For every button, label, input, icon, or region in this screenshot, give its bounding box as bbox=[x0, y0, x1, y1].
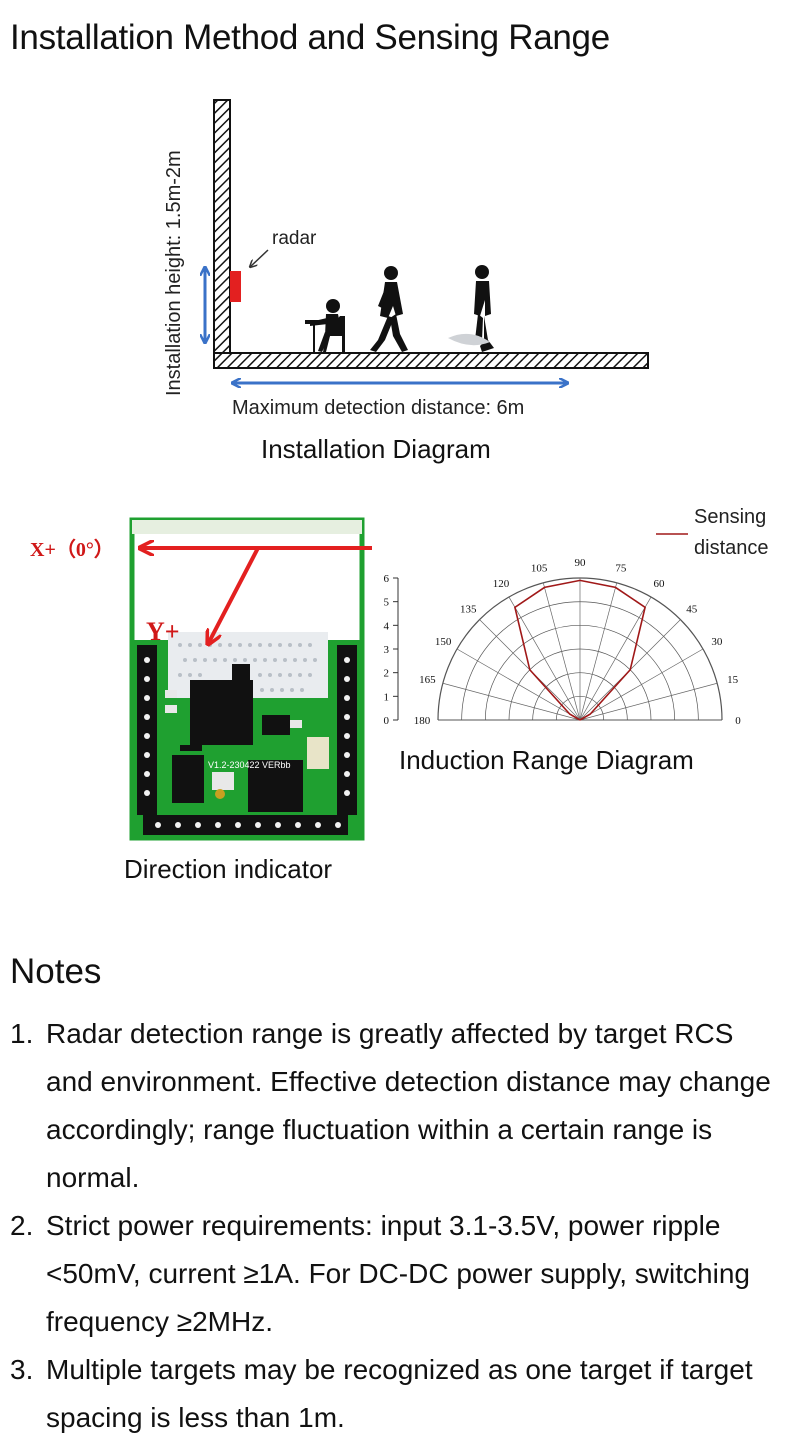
angle-tick-label: 180 bbox=[414, 715, 431, 727]
walking-person-icon bbox=[370, 266, 408, 352]
angle-tick-label: 75 bbox=[615, 562, 627, 574]
polar-spoke bbox=[542, 582, 581, 721]
left-pin-header bbox=[137, 645, 157, 815]
page-title: Installation Method and Sensing Range bbox=[10, 18, 610, 57]
note-number: 3. bbox=[10, 1354, 34, 1385]
angle-tick-label: 30 bbox=[711, 636, 723, 648]
y-axis-label: Y+ bbox=[146, 617, 180, 646]
radial-tick-label: 4 bbox=[384, 620, 390, 632]
note-text: Radar detection range is greatly affecte… bbox=[46, 1018, 771, 1193]
polar-spoke bbox=[579, 648, 704, 721]
seated-person-icon bbox=[305, 299, 345, 352]
shadow-blur bbox=[448, 333, 490, 346]
note-text: Multiple targets may be recognized as on… bbox=[46, 1354, 753, 1433]
polar-radial-ticks: 0 1 2 3 4 5 6 bbox=[384, 573, 399, 727]
angle-tick-label: 0 bbox=[735, 715, 741, 727]
note-number: 2. bbox=[10, 1210, 34, 1241]
x-axis-label: X+（0°） bbox=[30, 538, 114, 561]
polar-axis-labels: 0 15 30 45 60 75 90 105 120 135 150 165 180 bbox=[414, 557, 742, 727]
installation-diagram: radar Installation height: 1.5m-2m Maxim… bbox=[163, 99, 649, 464]
diagrams-canvas: radar Installation height: 1.5m-2m Maxim… bbox=[30, 99, 769, 884]
note-number: 1. bbox=[10, 1018, 34, 1049]
polar-grid bbox=[437, 577, 723, 721]
radar-module bbox=[230, 271, 241, 302]
radar-pointer-arrow bbox=[250, 249, 269, 267]
wall bbox=[213, 99, 231, 369]
bottom-pin-header bbox=[143, 815, 348, 835]
legend-label-line2: distance bbox=[694, 537, 769, 559]
legend-label-line1: Sensing bbox=[694, 506, 766, 528]
polar-spoke bbox=[579, 582, 618, 721]
polar-spoke bbox=[508, 596, 581, 721]
radial-tick-label: 3 bbox=[384, 644, 390, 656]
angle-tick-label: 165 bbox=[419, 674, 436, 686]
angle-tick-label: 15 bbox=[727, 674, 739, 686]
angle-tick-label: 90 bbox=[575, 557, 587, 569]
distance-label: Maximum detection distance: 6m bbox=[232, 397, 524, 419]
note-text: Strict power requirements: input 3.1-3.5… bbox=[46, 1210, 750, 1337]
direction-indicator: V1.2-230422 VERbb X+（0°） Y+ Direction in… bbox=[30, 517, 372, 884]
polar-spoke bbox=[579, 682, 718, 721]
radial-tick-label: 0 bbox=[384, 715, 390, 727]
right-pin-header bbox=[337, 645, 357, 815]
sensing-distance-series bbox=[513, 579, 647, 721]
radial-tick-label: 6 bbox=[384, 573, 390, 585]
y-axis-arrow bbox=[208, 547, 260, 644]
angle-tick-label: 45 bbox=[686, 603, 698, 615]
chart-caption: Induction Range Diagram bbox=[399, 745, 694, 775]
polar-spoke bbox=[456, 648, 581, 721]
angle-tick-label: 120 bbox=[493, 578, 510, 590]
main-chip bbox=[190, 680, 253, 745]
radial-tick-label: 1 bbox=[384, 691, 390, 703]
note-item: 3. Multiple targets may be recognized as… bbox=[10, 1346, 780, 1442]
notes-list: 1. Radar detection range is greatly affe… bbox=[10, 1010, 780, 1442]
radar-label: radar bbox=[272, 228, 317, 249]
radial-tick-label: 5 bbox=[384, 597, 390, 609]
polar-spoke bbox=[442, 682, 581, 721]
height-label: Installation height: 1.5m-2m bbox=[163, 150, 185, 396]
angle-tick-label: 105 bbox=[531, 562, 548, 574]
note-item: 1. Radar detection range is greatly affe… bbox=[10, 1010, 780, 1202]
notes-title: Notes bbox=[10, 952, 102, 991]
board-version-text: V1.2-230422 VERbb bbox=[208, 760, 291, 770]
polar-spoke bbox=[579, 596, 652, 721]
angle-tick-label: 60 bbox=[654, 578, 666, 590]
installation-caption: Installation Diagram bbox=[261, 434, 491, 464]
angle-tick-label: 150 bbox=[435, 636, 452, 648]
radial-tick-label: 2 bbox=[384, 668, 390, 680]
angle-tick-label: 135 bbox=[460, 603, 477, 615]
note-item: 2. Strict power requirements: input 3.1-… bbox=[10, 1202, 780, 1346]
floor bbox=[213, 352, 649, 369]
direction-caption: Direction indicator bbox=[124, 854, 332, 884]
